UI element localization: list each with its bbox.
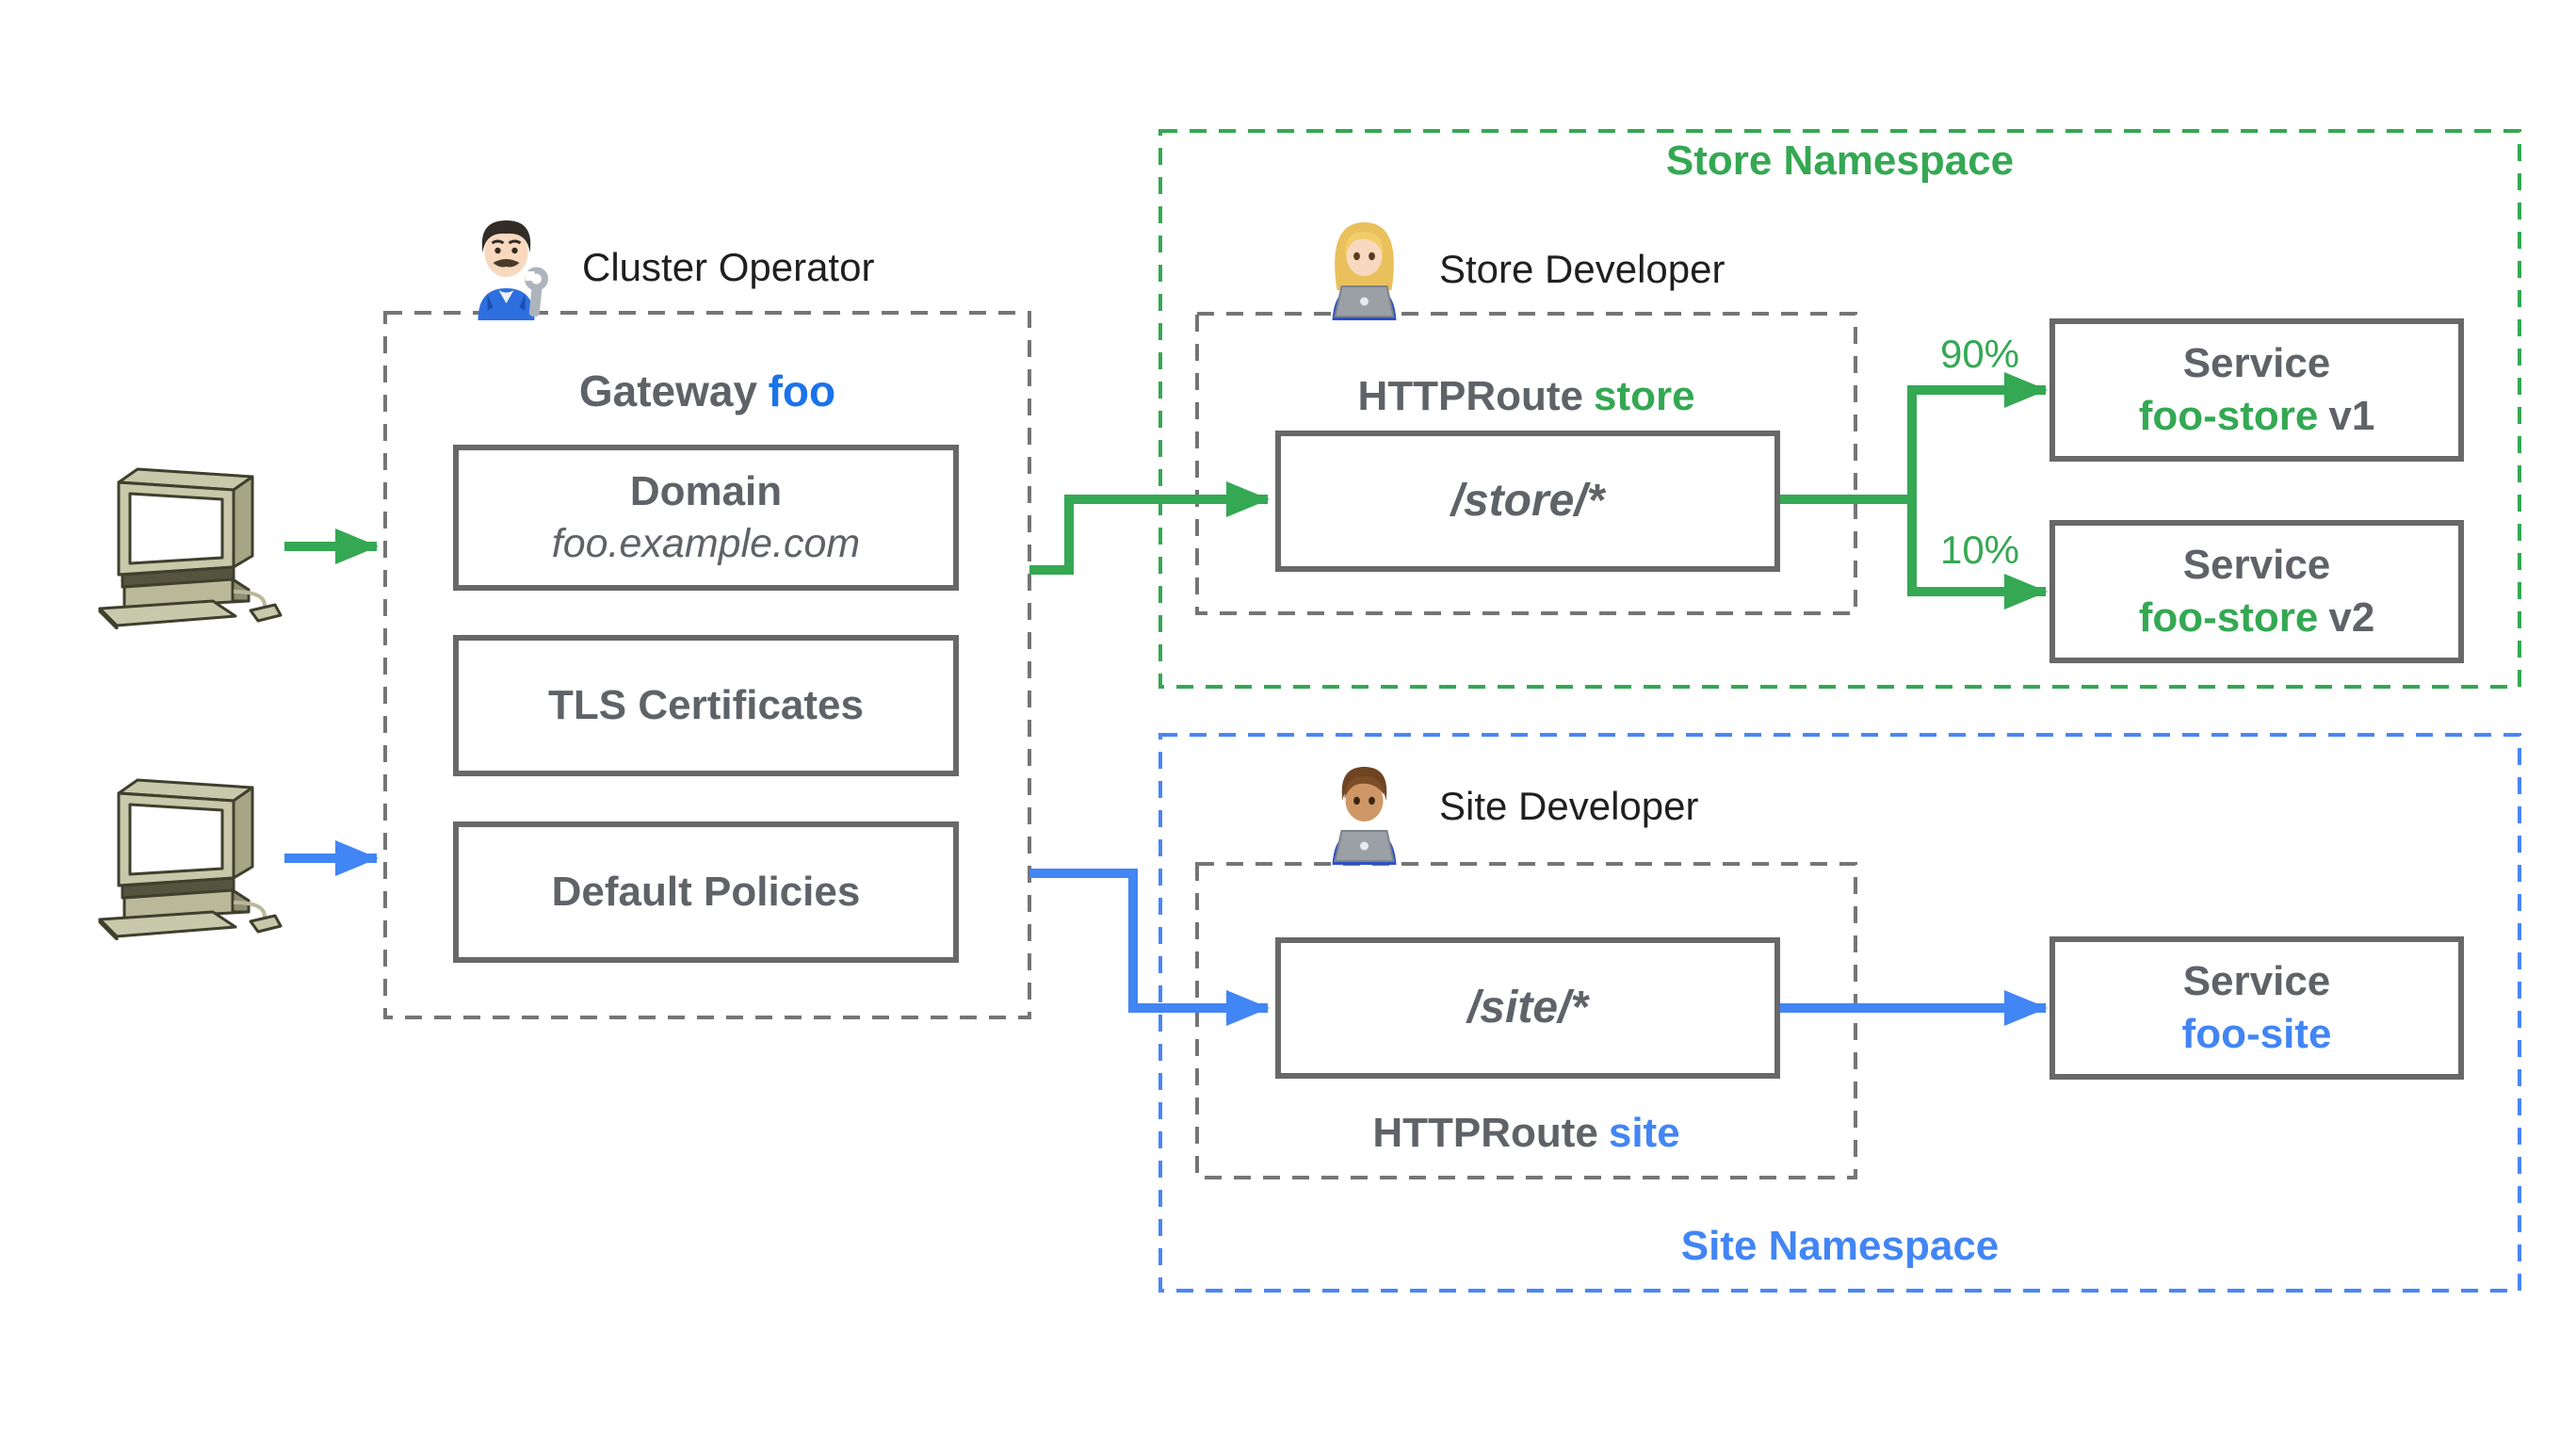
weight-10-label: 10% [1939,528,2020,572]
gateway-domain-box: Domain foo.example.com [453,445,959,591]
store-namespace-label: Store Namespace [1665,138,2015,184]
service-v2-version: v2 [2328,594,2375,641]
site-client-computer-icon [98,778,283,940]
tls-box-title: TLS Certificates [548,681,864,728]
httproute-store-prefix: HTTPRoute [1357,373,1583,419]
gateway-dashed-box [383,311,1031,1019]
service-site-type: Service [2182,957,2331,1004]
service-site-name: foo-site [2181,1011,2332,1057]
service-v1-name: foo-store [2138,393,2319,439]
store-client-computer-icon [98,467,283,629]
site-path-box: /site/* [1275,937,1780,1079]
httproute-site-name: site [1608,1110,1680,1156]
store-path-box: /store/* [1275,431,1780,572]
service-v2-name: foo-store [2138,594,2319,641]
site-namespace-label: Site Namespace [1680,1223,2000,1269]
store-path-value: /store/* [1450,476,1605,527]
domain-box-title: Domain [629,467,783,514]
service-v1-type: Service [2182,339,2331,386]
store-developer-label: Store Developer [1439,247,1725,291]
arrow-gateway-to-httproute-site [1029,869,1270,1026]
woman-technologist-icon [1332,222,1397,320]
domain-box-value: foo.example.com [551,521,861,567]
cluster-operator-label: Cluster Operator [582,245,875,289]
site-path-value: /site/* [1466,983,1589,1033]
arrow-gateway-to-httproute-store [1029,481,1270,575]
default-policies-box-title: Default Policies [551,868,861,915]
store-namespace-dashed-box [1158,129,2521,689]
weight-90-label: 90% [1939,332,2020,376]
gateway-title-name: foo [768,366,836,415]
httproute-site-dashed-box [1195,862,1857,1179]
service-v2-type: Service [2182,541,2331,588]
gateway-tls-box: TLS Certificates [453,635,959,776]
gateway-default-policies-box: Default Policies [453,821,959,963]
service-v1-version: v1 [2328,393,2375,439]
httproute-store-name: store [1593,373,1695,419]
site-developer-label: Site Developer [1439,784,1699,828]
man-technologist-icon [1332,767,1397,865]
man-mechanic-icon [478,220,548,320]
site-namespace-dashed-box [1158,733,2521,1293]
httproute-store-dashed-box [1195,312,1857,615]
service-foo-site-box: Service foo-site [2049,936,2464,1080]
gateway-title-prefix: Gateway [578,366,758,415]
httproute-site-prefix: HTTPRoute [1372,1110,1598,1156]
